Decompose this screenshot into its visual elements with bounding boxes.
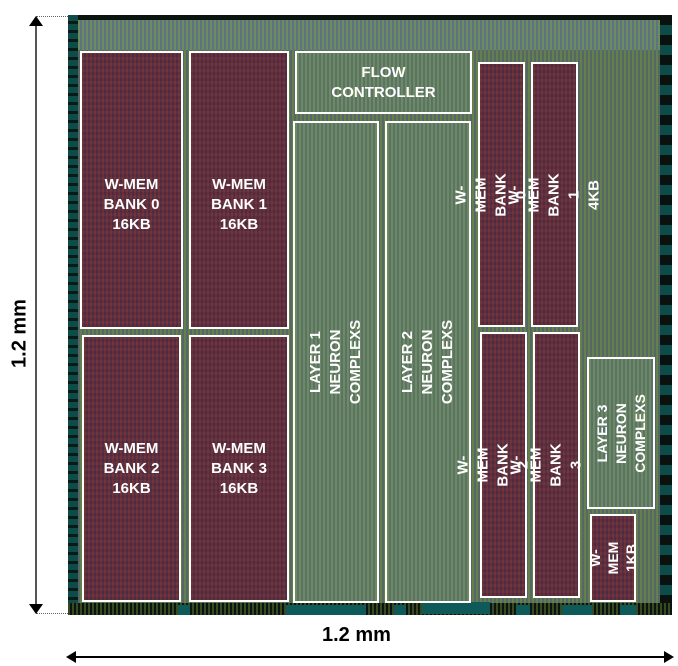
- io-pad: [286, 605, 366, 615]
- arrow-right-icon: [664, 651, 674, 663]
- top-routing-strip: [78, 20, 662, 50]
- wmem-bank-0-16kb-block[interactable]: W-MEM BANK 0 16KB: [80, 51, 183, 329]
- wmem-bank-1-4kb-label: W-MEM BANK 1 4KB: [505, 172, 603, 217]
- layer-3-neuron-complexes-label: LAYER 3 NEURON COMPLEXS: [593, 393, 648, 473]
- arrow-left-icon: [66, 651, 76, 663]
- wmem-bank-2-16kb-label: W-MEM BANK 2 16KB: [103, 440, 160, 497]
- wmem-bank-0-16kb-label: W-MEM BANK 0 16KB: [103, 176, 160, 233]
- width-dimension-line: [70, 656, 670, 658]
- io-pad: [178, 605, 190, 615]
- layer-3-neuron-complexes-block[interactable]: LAYER 3 NEURON COMPLEXS: [587, 357, 655, 509]
- layer-2-neuron-complexes-block[interactable]: LAYER 2 NEURON COMPLEXS: [385, 121, 471, 603]
- io-pad: [562, 605, 592, 615]
- wmem-bank-1-4kb-block[interactable]: W-MEM BANK 1 4KB: [506, 62, 603, 327]
- layer-1-neuron-complexes-block[interactable]: LAYER 1 NEURON COMPLEXS: [293, 121, 379, 603]
- height-dimension-line: [35, 22, 37, 607]
- arrow-down-icon: [29, 604, 43, 614]
- wmem-bank-3-16kb-block[interactable]: W-MEM BANK 3 16KB: [189, 335, 289, 602]
- io-pad: [620, 605, 636, 615]
- flow-controller-label: FLOW CONTROLLER: [331, 63, 436, 101]
- wmem-1kb-label: W-MEM 1KB: [587, 541, 639, 575]
- io-pad: [394, 605, 406, 615]
- arrow-up-icon: [29, 16, 43, 26]
- wmem-bank-2-4kb-block[interactable]: W-MEM BANK 2 4KB: [455, 332, 552, 598]
- io-pad: [516, 605, 530, 615]
- height-dimension-label: 1.2 mm: [8, 299, 31, 368]
- layer-1-neuron-complexes-label: LAYER 1 NEURON COMPLEXS: [307, 319, 364, 405]
- die-left-io-ring: [68, 15, 78, 615]
- wmem-bank-2-16kb-block[interactable]: W-MEM BANK 2 16KB: [82, 335, 181, 602]
- wmem-bank-0-4kb-block[interactable]: W-MEM BANK 0 4KB: [453, 62, 550, 327]
- io-pad: [422, 602, 490, 614]
- flow-controller-block[interactable]: FLOW CONTROLLER: [295, 51, 472, 114]
- width-dimension-label: 1.2 mm: [322, 624, 391, 646]
- wmem-bank-1-16kb-label: W-MEM BANK 1 16KB: [211, 176, 267, 233]
- wmem-bank-1-16kb-block[interactable]: W-MEM BANK 1 16KB: [189, 51, 289, 329]
- wmem-bank-3-4kb-block[interactable]: W-MEM BANK 3 4KB: [508, 332, 605, 598]
- height-extent-bottom-guide: [36, 613, 70, 614]
- height-extent-top-guide: [36, 16, 70, 17]
- layer-2-neuron-complexes-label: LAYER 2 NEURON COMPLEXS: [399, 319, 456, 405]
- wmem-bank-3-16kb-label: W-MEM BANK 3 16KB: [211, 440, 267, 497]
- die-right-io-ring: [660, 15, 672, 615]
- wmem-1kb-block[interactable]: W-MEM 1KB: [587, 514, 639, 602]
